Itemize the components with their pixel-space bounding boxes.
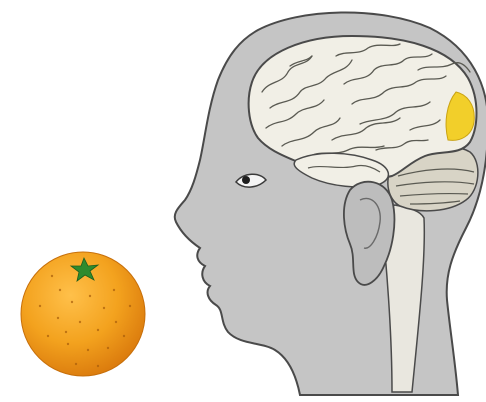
- peel-dot: [59, 289, 61, 291]
- peel-dot: [107, 347, 109, 349]
- peel-dot: [67, 343, 69, 345]
- peel-dot: [89, 295, 91, 297]
- peel-dot: [97, 365, 99, 367]
- orange-fruit-icon: [21, 252, 145, 376]
- peel-dot: [87, 349, 89, 351]
- peel-dot: [113, 289, 115, 291]
- peel-dot: [103, 307, 105, 309]
- peel-dot: [51, 275, 53, 277]
- peel-dot: [79, 321, 81, 323]
- peel-dot: [97, 329, 99, 331]
- peel-dot: [57, 317, 59, 319]
- peel-dot: [39, 305, 41, 307]
- peel-dot: [65, 331, 67, 333]
- peel-dot: [129, 305, 131, 307]
- peel-dot: [71, 301, 73, 303]
- peel-dot: [123, 335, 125, 337]
- eye-pupil: [242, 176, 250, 184]
- peel-dot: [75, 363, 77, 365]
- peel-dot: [47, 335, 49, 337]
- peel-dot: [115, 321, 117, 323]
